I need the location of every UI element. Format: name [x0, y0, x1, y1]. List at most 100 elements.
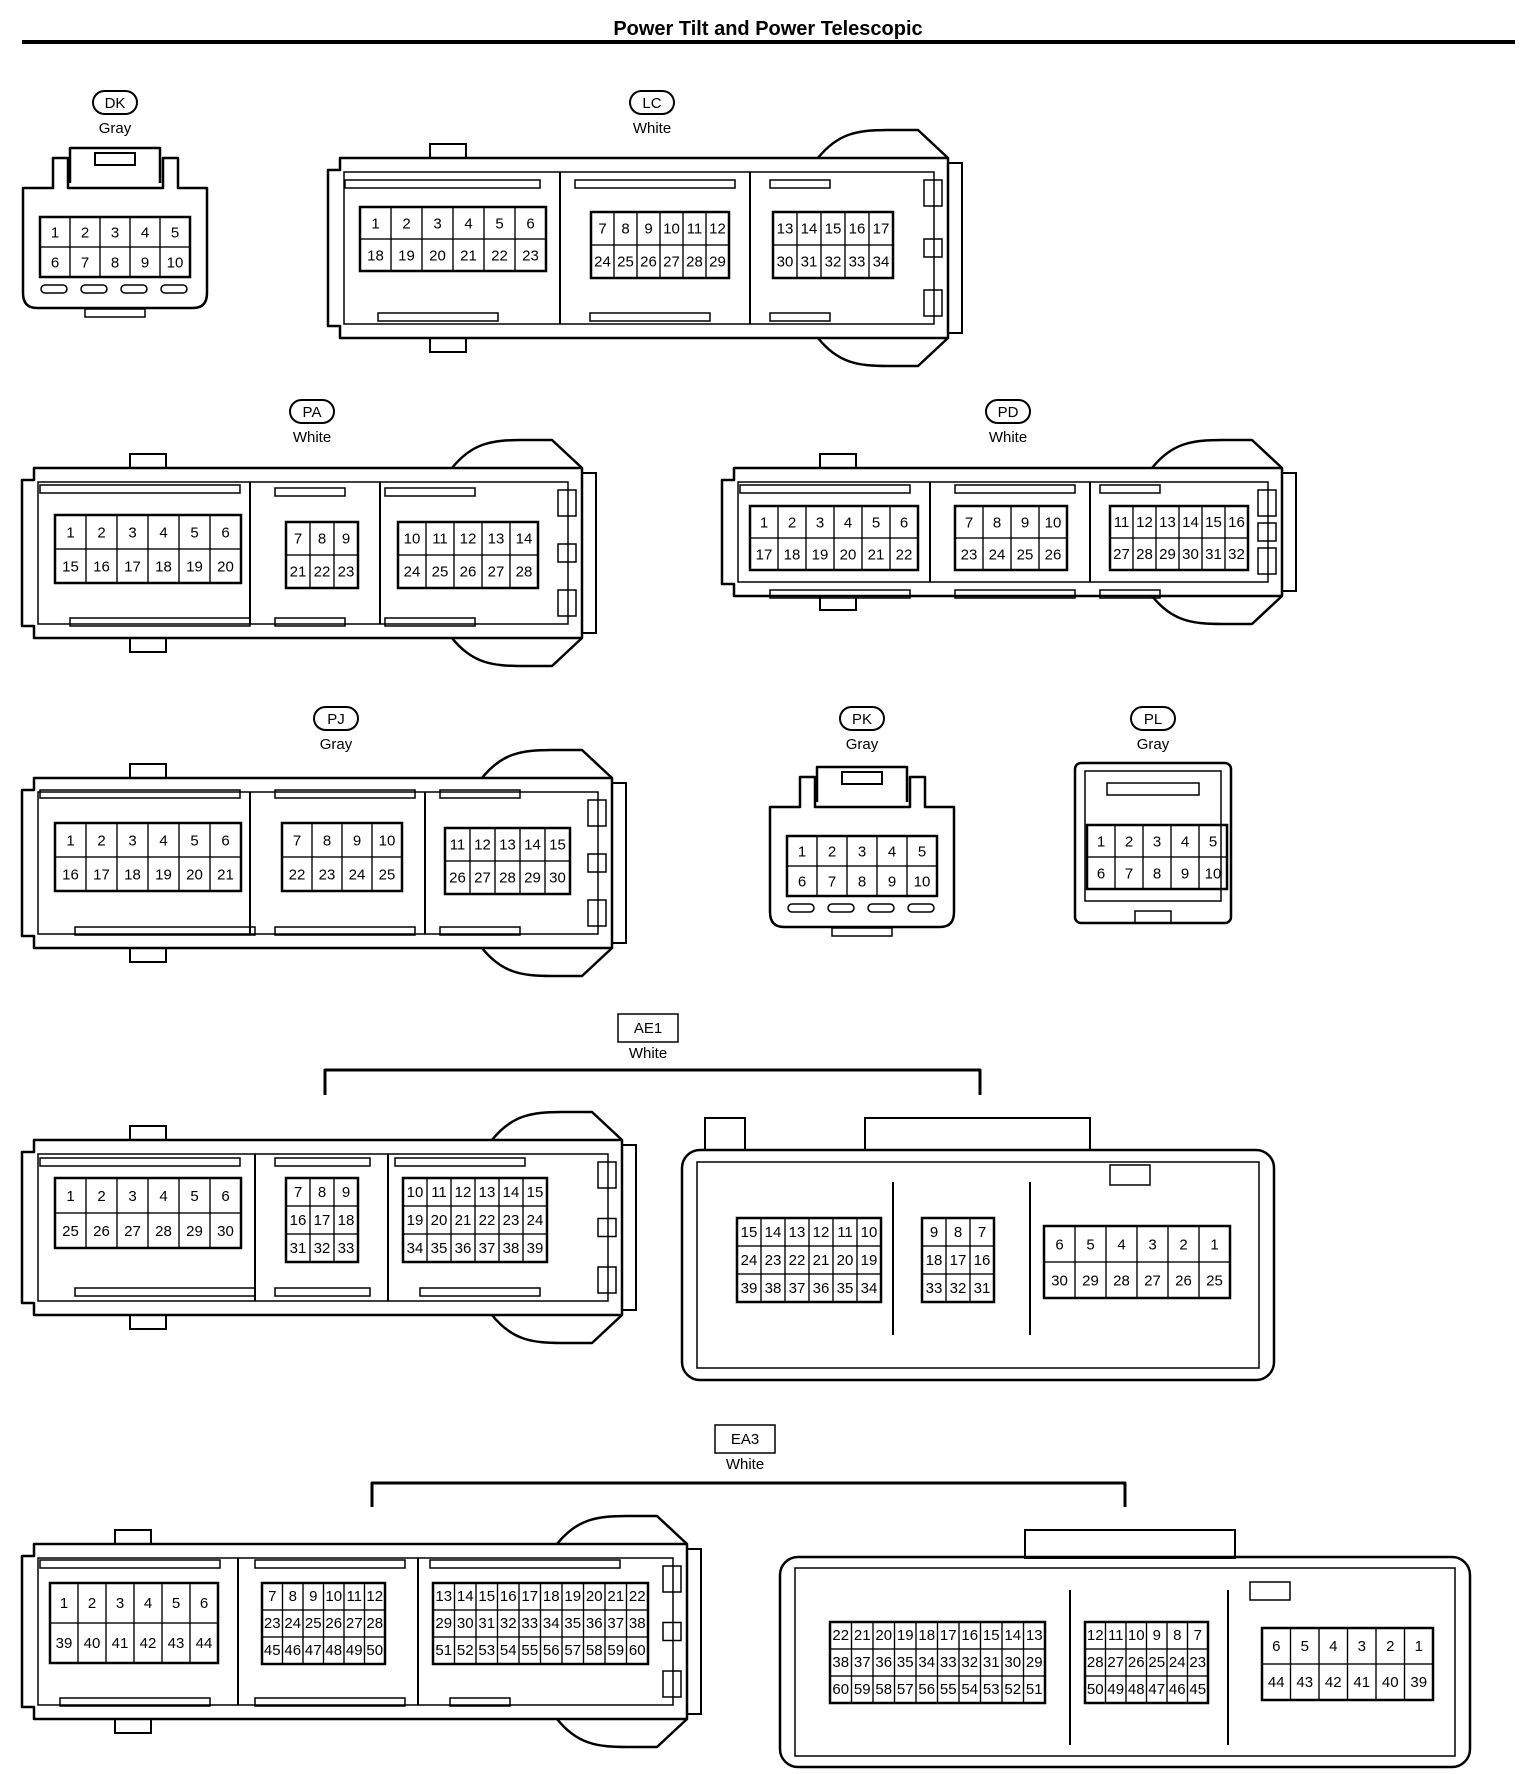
pin-number: 10	[404, 531, 421, 548]
pin-number: 5	[1209, 833, 1217, 850]
pin-number: 41	[1353, 1674, 1370, 1691]
pin-number: 34	[918, 1654, 935, 1671]
housing-outline	[587, 899, 607, 927]
housing-slot	[787, 903, 815, 913]
pin-number: 51	[435, 1642, 452, 1659]
pin-number: 54	[961, 1681, 978, 1698]
pin-number: 15	[741, 1224, 758, 1241]
pin-number: 57	[897, 1681, 914, 1698]
housing-outline	[686, 1548, 702, 1715]
pin-number: 17	[756, 546, 773, 563]
housing-outline	[343, 171, 935, 325]
pin-number: 50	[1087, 1681, 1104, 1698]
pin-cell	[514, 238, 547, 272]
connector-code: EA3	[731, 1431, 759, 1448]
pin-number: 24	[989, 546, 1006, 563]
connector-code: AE1	[634, 1020, 662, 1037]
housing-slot	[907, 903, 935, 913]
housing-slot	[449, 1697, 511, 1707]
pin-number: 54	[500, 1642, 517, 1659]
pin-number: 26	[325, 1615, 342, 1632]
pin-number: 28	[516, 564, 533, 581]
connector-color: Gray	[99, 120, 132, 137]
housing-slot	[827, 903, 855, 913]
housing-outline	[556, 1718, 688, 1749]
housing-outline	[1249, 1581, 1291, 1601]
housing-outline	[841, 771, 883, 785]
pin-number: 43	[168, 1635, 185, 1652]
connector-code-box	[714, 1424, 776, 1454]
pin-number: 35	[564, 1615, 581, 1632]
pin-number: 1	[66, 832, 74, 849]
pin-number: 18	[926, 1252, 943, 1269]
connector-color: White	[629, 1045, 667, 1062]
housing-outline	[923, 238, 943, 258]
pin-number: 27	[1107, 1654, 1124, 1671]
housing-outline	[37, 1557, 674, 1706]
pin-number: 5	[171, 224, 179, 241]
housing-slot	[439, 789, 521, 799]
pin-number: 28	[686, 254, 703, 271]
housing-outline	[1281, 472, 1297, 592]
pin-cell	[1198, 856, 1228, 890]
pin-number: 23	[264, 1615, 281, 1632]
pin-number: 10	[407, 1184, 424, 1201]
pin-number: 2	[81, 224, 89, 241]
connector-color: Gray	[1137, 736, 1170, 753]
pin-number: 10	[663, 221, 680, 238]
pin-number: 11	[687, 221, 703, 238]
pin-number: 2	[97, 832, 105, 849]
pin-number: 9	[141, 254, 149, 271]
pin-number: 5	[918, 843, 926, 860]
pin-number: 12	[1087, 1627, 1104, 1644]
pin-number: 55	[940, 1681, 957, 1698]
housing-outline	[20, 776, 614, 950]
pin-number: 17	[124, 558, 141, 575]
pin-number: 5	[172, 1595, 180, 1612]
pin-number: 4	[159, 832, 167, 849]
pin-number: 3	[111, 224, 119, 241]
housing-outline	[37, 791, 599, 935]
pin-number: 26	[460, 564, 477, 581]
pin-number: 7	[978, 1224, 986, 1241]
pin-number: 10	[1128, 1627, 1145, 1644]
pin-number: 2	[788, 514, 796, 531]
pin-number: 20	[837, 1252, 854, 1269]
pin-number: 15	[549, 837, 566, 854]
pin-number: 4	[464, 215, 472, 232]
pin-number: 3	[816, 514, 824, 531]
pin-number: 36	[813, 1280, 830, 1297]
pin-number: 28	[499, 870, 516, 887]
pin-number: 21	[868, 546, 885, 563]
pin-number: 12	[460, 531, 477, 548]
housing-slot	[39, 1157, 241, 1167]
pin-number: 12	[709, 221, 726, 238]
pin-number: 9	[1153, 1627, 1161, 1644]
pin-number: 15	[478, 1588, 495, 1605]
pin-number: 39	[1410, 1674, 1427, 1691]
pin-number: 34	[407, 1240, 424, 1257]
housing-outline	[662, 1621, 682, 1642]
housing-slot	[274, 1157, 371, 1167]
housing-outline	[491, 1110, 623, 1141]
pin-number: 50	[366, 1642, 383, 1659]
pin-cell	[705, 244, 730, 279]
pin-number: 5	[1301, 1638, 1309, 1655]
pin-cell	[209, 856, 242, 892]
pin-number: 3	[116, 1595, 124, 1612]
housing-slot	[739, 484, 911, 494]
pin-number: 35	[837, 1280, 854, 1297]
pin-number: 14	[801, 221, 818, 238]
connector-code: PA	[303, 404, 322, 421]
pin-number: 52	[457, 1642, 474, 1659]
housing-outline	[581, 472, 597, 634]
